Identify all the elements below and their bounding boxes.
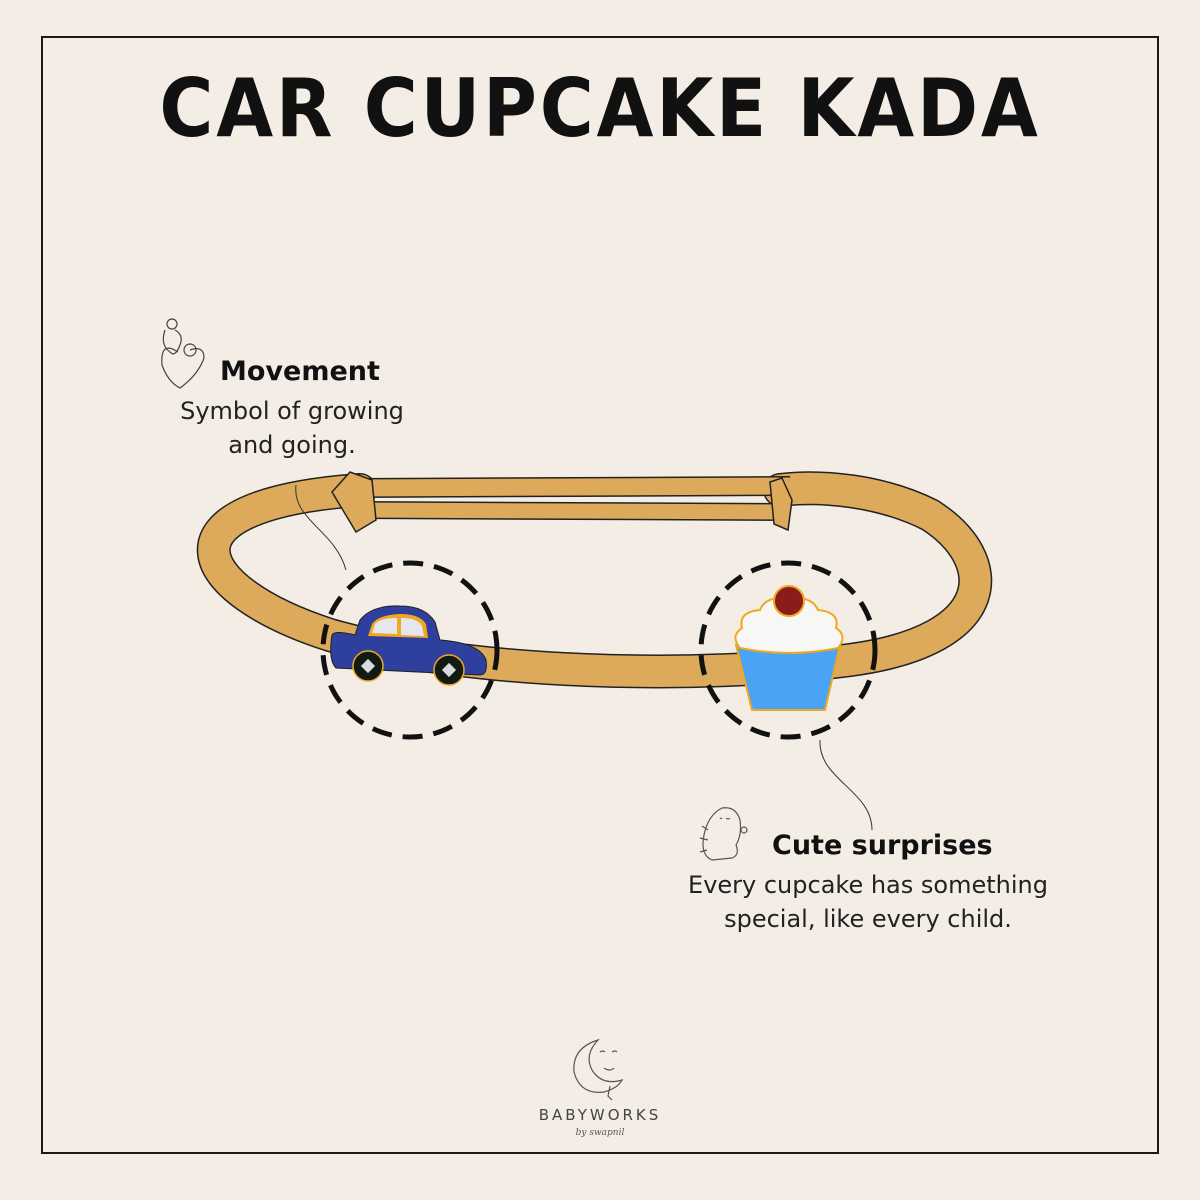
feature-description-movement: Symbol of growing and going. [150,394,434,462]
border-frame [41,36,1159,1154]
highlight-circle-car [320,560,500,740]
cupcake-charm [734,585,844,711]
babyworks-logo-moon [573,1038,624,1101]
knot-right [769,477,793,532]
description-line: Every cupcake has something [688,871,1048,899]
description-line: Symbol of growing [180,397,404,425]
page-title: CAR CUPCAKE KADA [159,62,1041,155]
bracelet-band [196,471,993,689]
description-line: special, like every child. [724,905,1012,933]
car-charm [330,605,487,686]
mother-child-heart-icon [161,318,205,389]
callout-line-cupcake [819,739,873,831]
feature-heading-cute-surprises: Cute surprises [772,830,993,861]
logo-name: BABYWORKS [538,1106,662,1124]
description-line: and going. [228,431,356,459]
feature-heading-movement: Movement [220,356,380,387]
dinosaur-icon [699,807,748,861]
knot-left [331,471,377,534]
logo-tagline: by swapnil [575,1128,625,1138]
callout-line-movement [295,484,347,571]
highlight-circle-cupcake [698,560,878,740]
feature-description-cute-surprises: Every cupcake has something special, lik… [660,868,1076,936]
